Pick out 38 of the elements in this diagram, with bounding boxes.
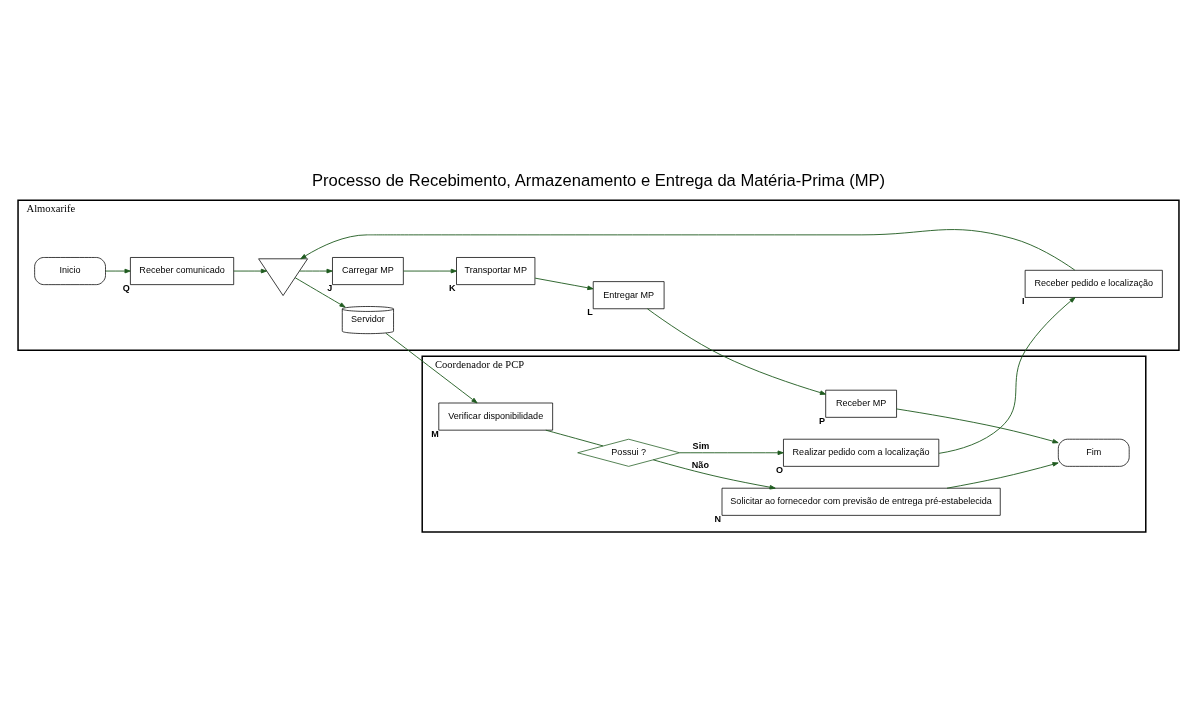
arrow [646, 308, 827, 395]
node-box: Inicio [34, 257, 106, 285]
diagram-title: Processo de Recebimento, Armazenamento e Entrega da Matéria-Prima (MP) [311, 171, 886, 191]
connector [545, 429, 604, 447]
arrow [294, 277, 346, 308]
arrow [896, 408, 1059, 444]
node-box: Verificar disponibilidade [438, 402, 554, 431]
node-label: J [327, 283, 333, 294]
node-label: P [818, 415, 825, 426]
node-box: Receber pedido e localização [1024, 269, 1163, 298]
node-label: N [714, 513, 722, 524]
node-label: M [431, 428, 439, 439]
node-box: Carregar MP [332, 257, 404, 285]
arrow [233, 268, 267, 274]
node-box: Entregar MP [592, 281, 665, 310]
arrow [403, 268, 457, 274]
node-label: I [1022, 295, 1025, 306]
arrow [946, 462, 1059, 489]
node-box: Receber comunicado [130, 257, 235, 285]
arrow [534, 277, 594, 291]
arrow [299, 268, 333, 274]
node-box: Fim [1057, 438, 1130, 467]
node-label: K [448, 283, 456, 294]
arrow [938, 297, 1076, 454]
arrow [385, 332, 478, 404]
arrow [652, 459, 776, 490]
node-box: Realizar pedido com a localização [783, 438, 940, 467]
node-label: O [775, 464, 783, 475]
edge-label: Não [691, 459, 709, 470]
node-label: L [587, 307, 593, 318]
edge-label: Sim [692, 441, 710, 452]
node-diamond: Possui ? [577, 438, 681, 467]
node-label: Q [122, 283, 130, 294]
arrow [679, 450, 784, 456]
node-box: Receber MP [825, 389, 897, 418]
node-box: Transportar MP [456, 257, 536, 285]
arrow [105, 268, 131, 274]
arrow [300, 229, 1076, 271]
